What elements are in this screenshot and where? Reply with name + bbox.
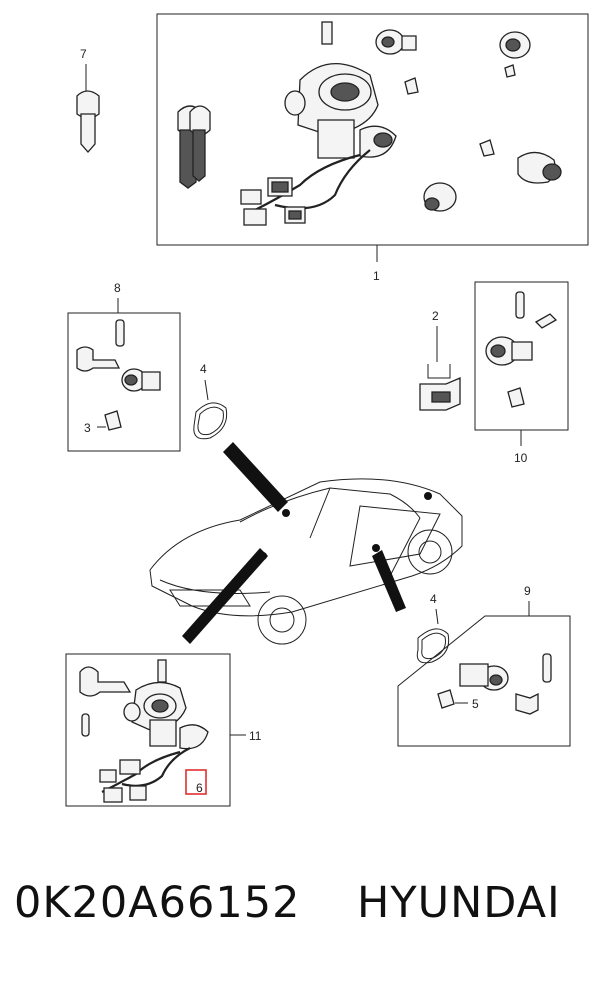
callout-8: 8 [114, 281, 121, 295]
callout-7: 7 [80, 47, 87, 61]
retainer-clip-icon: 2 [419, 309, 461, 411]
key-7: 7 [76, 47, 100, 153]
box-10: 10 [474, 281, 569, 465]
callout-3: 3 [84, 421, 91, 435]
brand-name: HYUNDAI [357, 878, 561, 928]
door-lock-cylinder-icon [375, 29, 562, 212]
box-8: 8 3 [67, 281, 181, 452]
callout-4-upper: 4 [200, 362, 207, 376]
callout-1: 1 [373, 269, 380, 283]
ignition-lock-icon [254, 21, 397, 211]
car-body-icon [149, 442, 463, 645]
assembly-1-box: 1 [156, 13, 589, 283]
gasket-icon: 4 [193, 362, 228, 440]
callout-6: 6 [196, 781, 203, 795]
exploded-parts-diagram: 1 [65, 13, 589, 807]
callout-5: 5 [472, 697, 479, 711]
callout-11: 11 [249, 729, 262, 743]
callout-10: 10 [514, 451, 528, 465]
box-9: 9 5 [397, 584, 571, 747]
callout-4-lower: 4 [430, 592, 437, 606]
callout-9: 9 [524, 584, 531, 598]
part-6-highlight [185, 769, 207, 795]
part-number: 0K20A66152 [14, 878, 301, 928]
gasket-lower: 4 [416, 592, 450, 664]
connector-icon [240, 177, 306, 226]
box-11: 11 6 [65, 653, 262, 807]
callout-2: 2 [432, 309, 439, 323]
key-icon [177, 105, 211, 189]
